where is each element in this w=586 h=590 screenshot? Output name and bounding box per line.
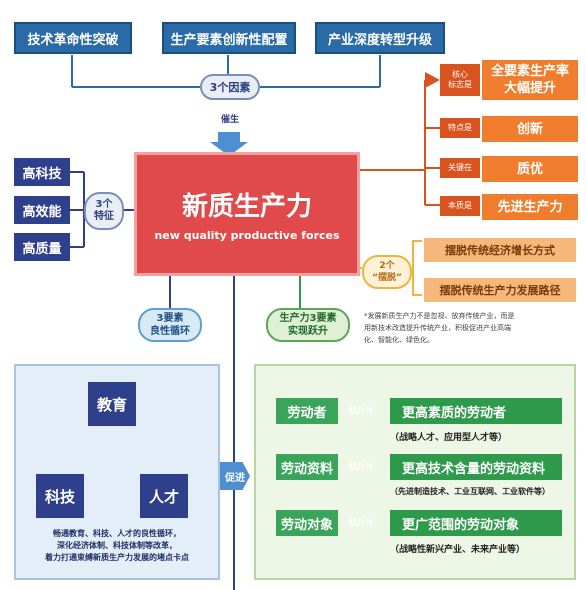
cycle-caption: 畅通教育、科技、人才的良性循环， 深化经济体制、科技体制等改革， 着力打通束缚新…: [45, 529, 189, 562]
labor-note-object: （战略性新兴产业、未来产业等）: [390, 545, 526, 555]
labor-name-object: 劳动对象: [276, 510, 338, 536]
labor-note-worker: （战略人才、应用型人才等）: [390, 433, 508, 443]
arrow-label-cuisheng: 催生: [220, 115, 239, 125]
branch-tag-essence: 本质是: [440, 196, 480, 216]
factor-box-tech-revolution: 技术革命性突破: [14, 22, 132, 54]
labor-result-means: 更高技术含量的劳动资料: [390, 454, 562, 480]
getaway-badge: 2个 “摆脱”: [362, 255, 412, 289]
branch-value-innovation: 创新: [482, 116, 578, 142]
labor-tag-3: 跃升为: [349, 517, 373, 527]
labor-note-means: （先进制造技术、工业互联网、工业软件等）: [390, 487, 550, 496]
feature-high-tech: 高科技: [14, 158, 70, 186]
cycle-node-education: 教育: [88, 382, 136, 426]
factors-badge: 3个因素: [200, 74, 260, 100]
labor-name-worker: 劳动者: [276, 398, 338, 424]
branch-tag-core: 核心 标志是: [440, 64, 480, 96]
branch-value-productivity: 全要素生产率 大幅提升: [482, 60, 578, 100]
cycle-badge: 3要素 良性循环: [138, 308, 202, 342]
feature-high-quality: 高质量: [14, 233, 70, 261]
labor-badge: 生产力3要素 实现跃升: [266, 308, 350, 342]
factor-box-industry-upgrade: 产业深度转型升级: [315, 22, 445, 54]
labor-name-means: 劳动资料: [276, 454, 338, 480]
getaway-bracket: [412, 240, 422, 296]
labor-tag-2: 跃升为: [349, 461, 373, 471]
getaway-item-growth: 摆脱传统经济增长方式: [424, 238, 576, 262]
labor-tag-1: 跃升为: [349, 405, 373, 415]
cycle-node-talent: 人才: [140, 474, 188, 518]
getaway-item-path: 摆脱传统生产力发展路径: [424, 278, 576, 302]
center-new-quality-productivity: 新质生产力 new quality productive forces: [134, 152, 360, 276]
features-badge: 3个 特征: [84, 192, 124, 230]
feature-high-efficiency: 高效能: [14, 196, 70, 224]
branch-tag-feature: 特点是: [440, 118, 480, 138]
branch-tag-key: 关键在: [440, 158, 480, 178]
labor-result-worker: 更高素质的劳动者: [390, 398, 562, 424]
center-title: 新质生产力: [181, 192, 312, 222]
getaway-note: *发展新质生产力不是忽视、放弃传统产业，而是 用新技术改造提升传统产业，积极促进…: [364, 312, 515, 344]
factor-box-element-allocation: 生产要素创新性配置: [162, 22, 296, 54]
branch-value-advanced: 先进生产力: [482, 194, 578, 220]
labor-result-object: 更广范围的劳动对象: [390, 510, 562, 536]
branch-value-quality: 质优: [482, 156, 578, 182]
center-subtitle: new quality productive forces: [154, 229, 340, 242]
cycle-node-technology: 科技: [36, 474, 84, 518]
